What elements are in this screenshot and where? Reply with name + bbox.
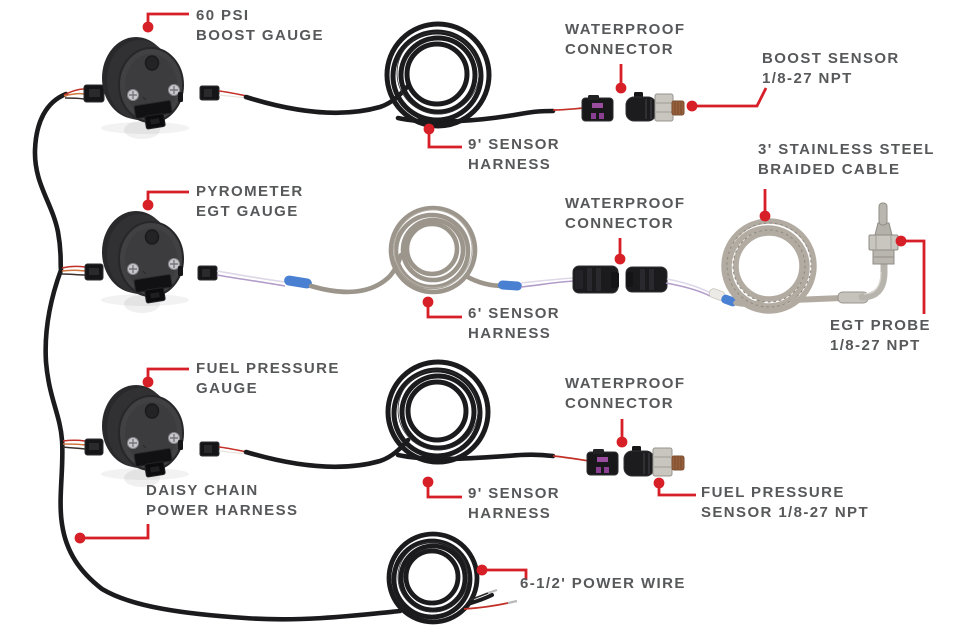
callout-dot (423, 123, 435, 135)
fuel-pressure-sensor-illustration (623, 446, 685, 477)
pyrometer-gauge-illustration (101, 210, 189, 314)
callout-dot (615, 82, 627, 94)
label-boost-sensor: BOOST SENSOR 1/8-27 NPT (762, 50, 900, 87)
callout-line-boost-sensor (692, 87, 768, 108)
label-braided-cable: 3' STAINLESS STEEL BRAIDED CABLE (758, 141, 935, 178)
callout-dot (422, 476, 434, 488)
callout-line-harness-top (427, 129, 462, 149)
callout-dot (616, 436, 628, 448)
callout-dot (476, 564, 488, 576)
callout-line-harness-bottom (426, 482, 462, 499)
fuel-pressure-gauge-illustration (101, 384, 189, 488)
callout-line-daisy-chain (80, 524, 150, 540)
callout-line-harness-mid (426, 302, 462, 319)
callout-dot (142, 21, 154, 33)
label-sensor-harness-bottom: 9' SENSOR HARNESS (468, 485, 561, 522)
callout-dot (686, 100, 698, 112)
label-sensor-harness-top: 9' SENSOR HARNESS (468, 136, 561, 173)
callout-dot (142, 376, 154, 388)
waterproof-connector-top (581, 95, 614, 122)
label-sensor-harness-mid: 6' SENSOR HARNESS (468, 305, 561, 342)
callout-dot (142, 199, 154, 211)
label-daisy-chain: DAISY CHAIN POWER HARNESS (146, 482, 299, 519)
callout-dots (74, 21, 907, 576)
label-fuel-pressure-gauge: FUEL PRESSURE GAUGE (196, 360, 340, 397)
callout-line-pyrometer (146, 190, 189, 205)
boost-gauge-illustration (101, 36, 189, 140)
label-pyrometer-gauge: PYROMETER EGT GAUGE (196, 183, 304, 220)
callout-dot (895, 235, 907, 247)
waterproof-connector-bottom (586, 449, 619, 476)
label-waterproof-connector-top: WATERPROOF CONNECTOR (565, 21, 686, 58)
power-wire-coil (386, 531, 518, 625)
label-waterproof-connector-bottom: WATERPROOF CONNECTOR (565, 375, 686, 412)
sensor-harness-6ft (197, 205, 575, 295)
daisy-chain-power-harness-wire (32, 84, 403, 622)
label-power-wire: 6-1/2' POWER WIRE (520, 575, 686, 592)
callout-line-fuel-gauge (146, 367, 189, 382)
label-egt-probe: EGT PROBE 1/8-27 NPT (830, 317, 931, 354)
callout-line-egt-probe (901, 239, 926, 314)
callout-dot (422, 296, 434, 308)
callout-dot (74, 532, 86, 544)
egt-probe-illustration (837, 202, 899, 304)
sensor-harness-9ft-bottom (199, 359, 590, 470)
callout-line-fuel-sensor (657, 483, 696, 497)
callout-dot (759, 210, 771, 222)
sensor-harness-9ft-top (199, 21, 585, 129)
label-boost-gauge: 60 PSI BOOST GAUGE (196, 7, 324, 44)
callout-dot (653, 477, 665, 489)
label-waterproof-connector-mid: WATERPROOF CONNECTOR (565, 195, 686, 232)
callout-line-boost-gauge (146, 12, 189, 27)
braided-cable-illustration (665, 218, 845, 314)
callout-dot (614, 253, 626, 265)
waterproof-connector-mid (572, 265, 668, 294)
label-fuel-pressure-sensor: FUEL PRESSURE SENSOR 1/8-27 NPT (701, 484, 870, 521)
callout-line-power-wire (482, 568, 528, 580)
boost-sensor-illustration (625, 92, 685, 122)
